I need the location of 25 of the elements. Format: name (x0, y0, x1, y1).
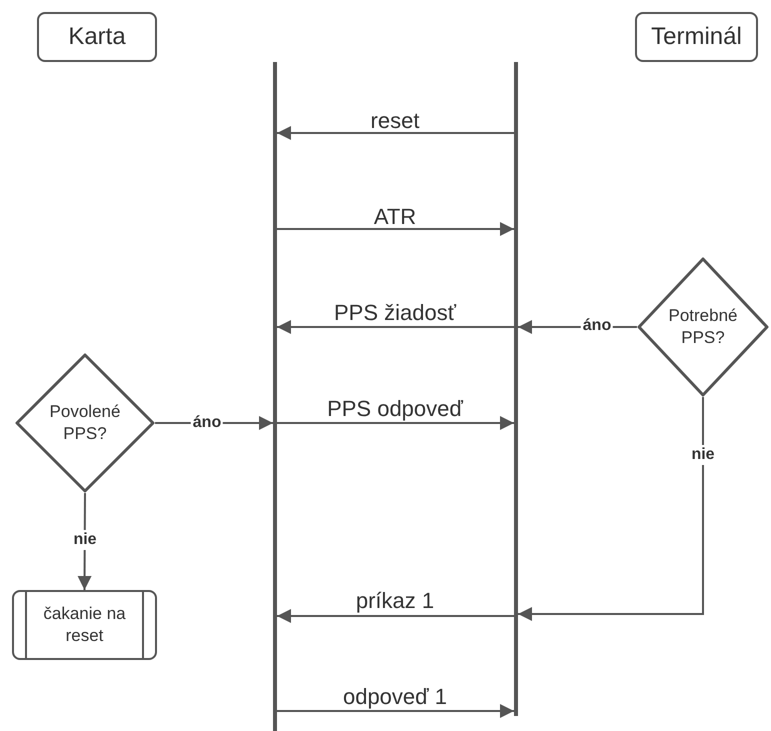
node-label: Povolené PPS? (48, 400, 122, 445)
arrow (277, 320, 514, 334)
subprocess-box (12, 590, 157, 660)
decision-diamond (15, 353, 155, 493)
decision-diamond (637, 257, 769, 397)
edge-label: PPS odpoveď (327, 396, 463, 422)
node-label: Karta (68, 22, 126, 52)
edge-label: príkaz 1 (356, 588, 434, 614)
node-label: Terminál (651, 22, 742, 52)
lifeline (514, 62, 518, 716)
node-label: čakanie na reset (42, 602, 127, 647)
node-label: Potrebné PPS? (668, 304, 738, 349)
participant-box (37, 12, 157, 62)
edge-label: reset (370, 108, 420, 134)
edge-label: ATR (374, 204, 416, 230)
edge-label: PPS žiadosť (334, 300, 456, 326)
arrow (518, 397, 704, 621)
arrow (277, 704, 514, 718)
arrow (277, 416, 514, 430)
arrow (277, 222, 514, 236)
edge-label: odpoveď 1 (342, 684, 448, 710)
arrow (277, 126, 514, 140)
participant-box (635, 12, 758, 62)
arrow (277, 609, 514, 623)
lifeline (273, 62, 277, 731)
